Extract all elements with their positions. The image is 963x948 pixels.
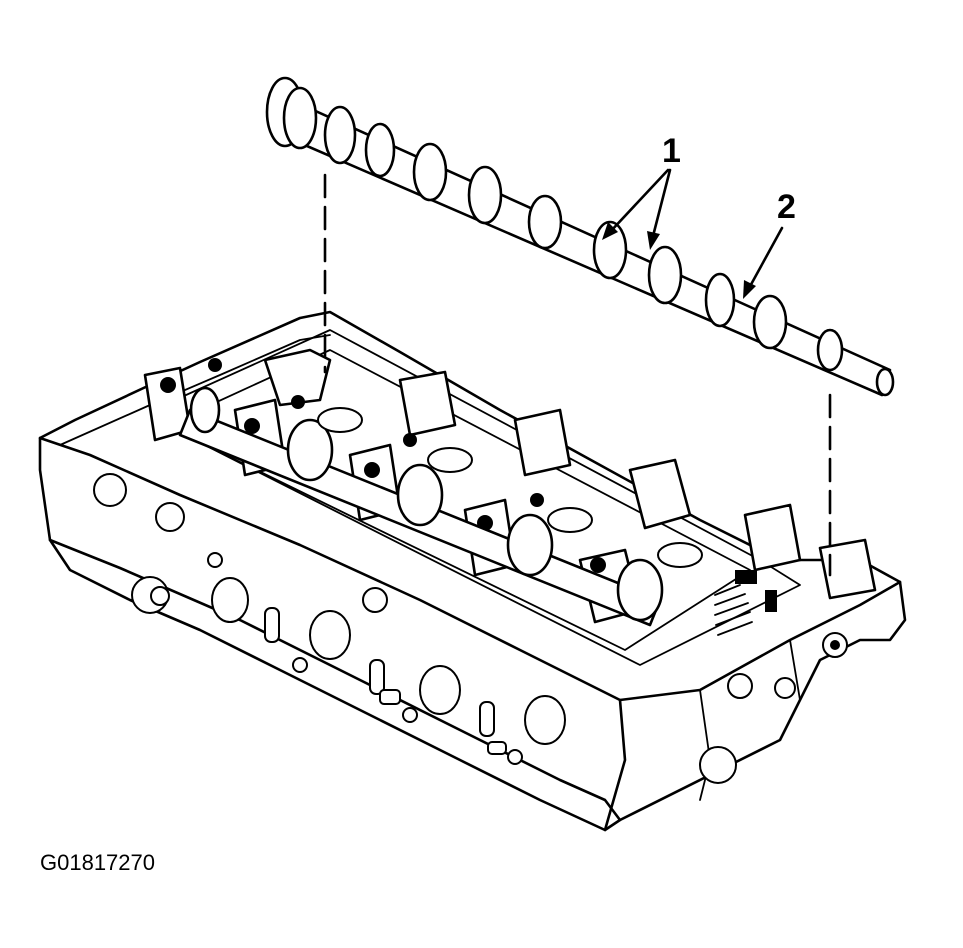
callout-2-label: 2 bbox=[777, 188, 796, 226]
callout-1: 1 bbox=[602, 132, 681, 250]
installed-camshaft bbox=[178, 386, 703, 627]
callout-1-label: 1 bbox=[662, 132, 681, 170]
figure-code: G01817270 bbox=[40, 850, 155, 875]
valve-spring bbox=[714, 570, 777, 636]
cylinder-head-port-holes bbox=[93, 473, 848, 784]
camshaft-bearing-caps bbox=[143, 348, 877, 624]
bearing-cap-bolts bbox=[160, 358, 606, 573]
camshaft bbox=[265, 76, 895, 397]
alignment-dashes bbox=[323, 173, 832, 577]
callout-2: 2 bbox=[743, 188, 796, 299]
